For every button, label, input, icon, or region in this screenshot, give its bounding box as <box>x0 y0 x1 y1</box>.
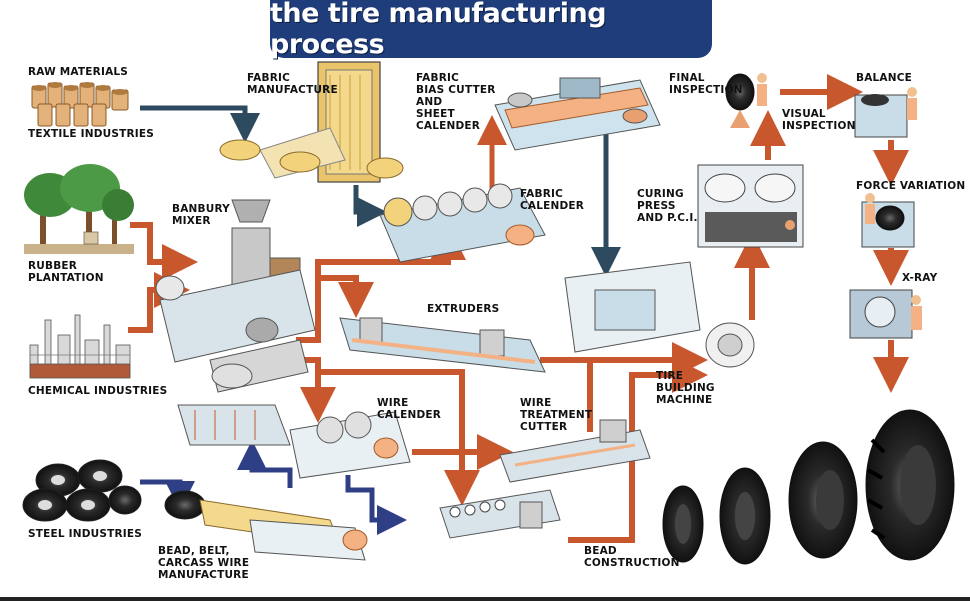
label-banbury-mixer: BANBURY MIXER <box>172 203 230 227</box>
label-chemical-industries: CHEMICAL INDUSTRIES <box>28 385 168 397</box>
bottom-border <box>0 597 970 601</box>
label-rubber-plantation: RUBBER PLANTATION <box>28 260 104 284</box>
label-extruders: EXTRUDERS <box>427 303 500 315</box>
fabric-manufacture-machine <box>219 61 404 183</box>
label-bead-construction: BEAD CONSTRUCTION <box>584 545 680 569</box>
raw-materials-spools <box>31 82 129 127</box>
label-tire-building-machine: TIRE BUILDING MACHINE <box>656 370 715 406</box>
arrow-wirecal-to-beadcons <box>345 475 407 535</box>
bead-belt-machine <box>164 490 368 561</box>
final-inspection-station <box>725 73 767 128</box>
arrow-rubber-to-banbury <box>130 222 198 280</box>
extruders-machine <box>339 317 546 373</box>
label-steel-industries: STEEL INDUSTRIES <box>28 528 143 540</box>
label-fabric-calender: FABRIC CALENDER <box>520 188 585 212</box>
label-visual-inspection: VISUAL INSPECTION <box>782 108 856 132</box>
finished-tires <box>662 409 955 565</box>
curing-press-machine <box>697 164 804 248</box>
label-x-ray: X-RAY <box>902 272 938 284</box>
arrow-banbury-to-extruders <box>318 275 374 318</box>
title-banner: the tire manufacturing process <box>270 0 712 60</box>
fabric-calender-machine <box>379 183 546 263</box>
wire-calender-machine <box>177 404 411 479</box>
label-wire-calender: WIRE CALENDER <box>377 397 442 421</box>
bias-cutter-machine <box>494 77 661 151</box>
chemical-plant <box>29 314 131 379</box>
flow-arrows <box>128 74 909 543</box>
force-variation-machine <box>861 193 915 248</box>
tire-largest <box>865 409 955 561</box>
balance-machine <box>854 87 917 138</box>
label-textile-industries: TEXTILE INDUSTRIES <box>28 128 155 140</box>
xray-machine <box>849 289 922 339</box>
label-fabric-manufacture: FABRIC MANUFACTURE <box>247 72 338 96</box>
tire-building-machine <box>564 261 755 368</box>
tire-large <box>788 441 858 559</box>
label-wire-treatment-cutter: WIRE TREATMENT CUTTER <box>520 397 593 433</box>
rubber-plantation-trees <box>24 164 134 254</box>
arrow-textile-to-fabric <box>140 105 260 143</box>
arrow-fabric-to-calender <box>353 185 387 227</box>
arrow-banbury-to-fabric-calender <box>296 224 466 343</box>
tire-medium <box>719 467 771 565</box>
diagram-title: the tire manufacturing process <box>270 0 607 60</box>
tire-small <box>662 485 704 563</box>
label-force-variation: FORCE VARIATION <box>856 180 966 192</box>
label-curing-press: CURING PRESS AND P.C.I. <box>637 188 698 224</box>
label-final-inspection: FINAL INSPECTION <box>669 72 743 96</box>
label-bead-belt-carcass: BEAD, BELT, CARCASS WIRE MANUFACTURE <box>158 545 250 581</box>
wire-treatment-machine <box>499 419 651 483</box>
label-raw-materials: RAW MATERIALS <box>28 66 129 78</box>
steel-coils <box>22 459 142 522</box>
banbury-mixer-machine <box>155 199 316 393</box>
label-balance: BALANCE <box>856 72 913 84</box>
label-fabric-bias-cutter: FABRIC BIAS CUTTER AND SHEET CALENDER <box>416 72 496 132</box>
arrow-beadbelt-to-wirecal <box>237 440 293 488</box>
bead-construction-machine <box>439 489 561 539</box>
